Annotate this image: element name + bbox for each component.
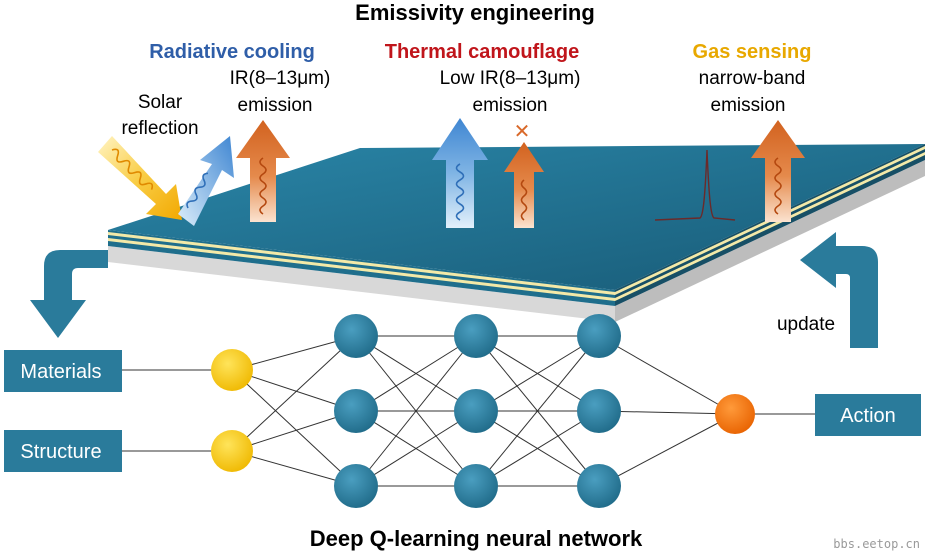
hidden-node	[454, 464, 498, 508]
gas-sensing-arrow	[751, 120, 805, 222]
hidden-node	[454, 314, 498, 358]
update-label: update	[777, 314, 835, 335]
hidden-layer-3	[577, 314, 621, 508]
hidden-node	[577, 389, 621, 433]
ir-emission-line1: IR(8–13μm)	[230, 68, 331, 89]
hidden-layer-2	[454, 314, 498, 508]
structure-label: Structure	[20, 441, 101, 463]
input-node	[211, 349, 253, 391]
thermal-camouflage-heading: Thermal camouflage	[385, 41, 580, 63]
camouflage-blue-arrow	[432, 118, 488, 228]
action-label: Action	[840, 405, 896, 427]
action-box	[815, 394, 921, 436]
narrow-band-line1: narrow-band	[699, 68, 806, 89]
solar-reflection-line1: Solar	[138, 92, 183, 113]
ir-emission-line2: emission	[238, 95, 313, 116]
hidden-node	[577, 314, 621, 358]
camouflage-orange-arrow	[504, 142, 544, 228]
solar-reflected-arrow	[178, 136, 234, 226]
feedback-down-arrow	[30, 250, 108, 338]
hidden-node	[334, 464, 378, 508]
low-ir-line1: Low IR(8–13μm)	[440, 68, 581, 89]
input-node	[211, 430, 253, 472]
blocked-mark-icon: ✕	[514, 121, 531, 143]
radiative-cooling-heading: Radiative cooling	[149, 41, 315, 63]
hidden-node	[334, 389, 378, 433]
low-ir-line2: emission	[473, 95, 548, 116]
watermark: bbs.eetop.cn	[833, 537, 920, 551]
hidden-node	[454, 389, 498, 433]
hidden-node	[334, 314, 378, 358]
diagram-title: Emissivity engineering	[355, 0, 595, 25]
materials-box	[4, 350, 122, 392]
materials-label: Materials	[20, 361, 101, 383]
structure-box	[4, 430, 122, 472]
narrow-band-line2: emission	[711, 95, 786, 116]
gas-sensing-heading: Gas sensing	[693, 41, 812, 63]
solar-incoming-arrow	[98, 136, 182, 220]
hidden-node	[577, 464, 621, 508]
network-title: Deep Q-learning neural network	[310, 526, 643, 551]
update-up-arrow	[800, 232, 878, 348]
ir-emission-arrow	[236, 120, 290, 222]
output-node	[715, 394, 755, 434]
solar-reflection-line2: reflection	[121, 118, 198, 139]
hidden-layer-1	[334, 314, 378, 508]
narrow-band-peak-icon	[654, 149, 736, 221]
input-layer	[211, 349, 253, 472]
